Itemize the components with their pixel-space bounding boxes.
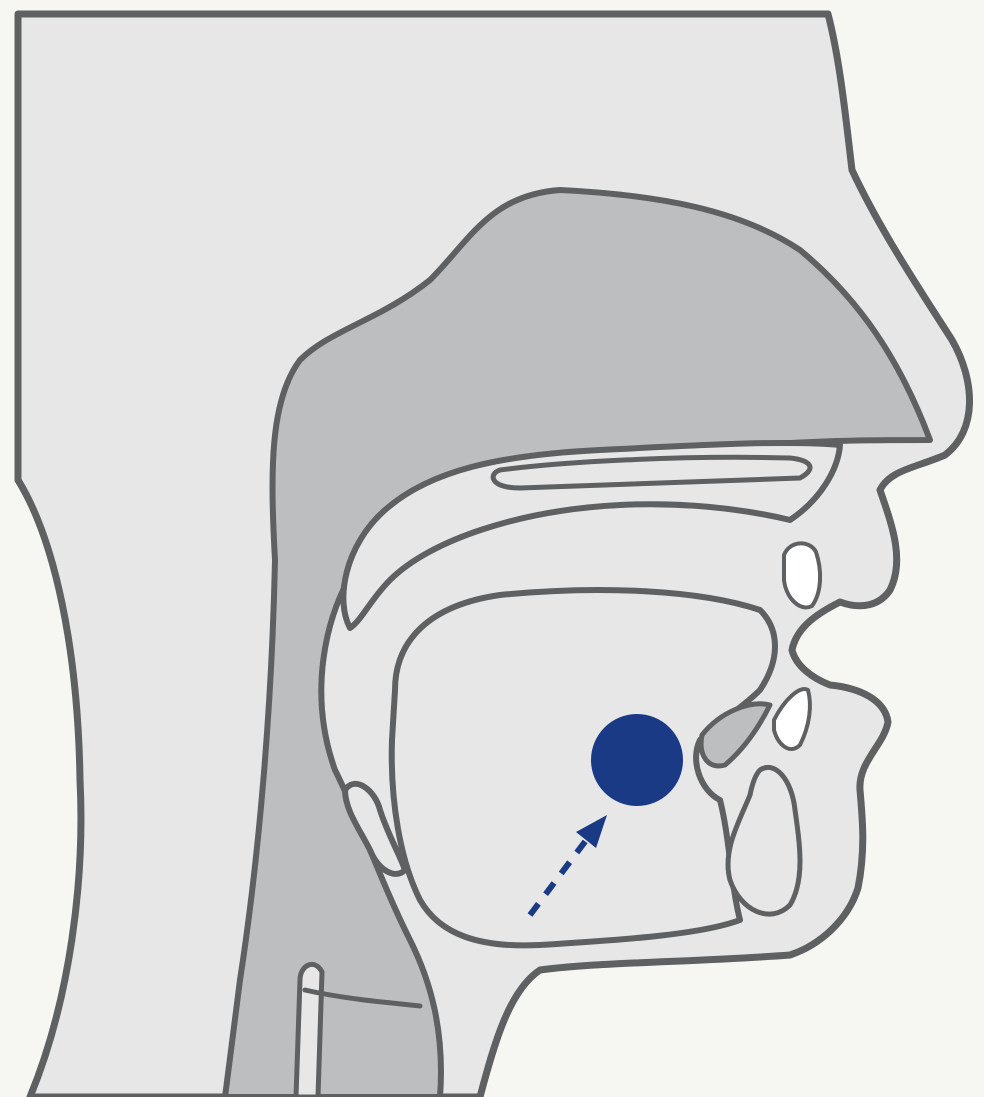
articulation-point-marker bbox=[591, 714, 683, 806]
epiglottis-tube bbox=[296, 964, 322, 1097]
upper-tooth bbox=[784, 543, 820, 607]
